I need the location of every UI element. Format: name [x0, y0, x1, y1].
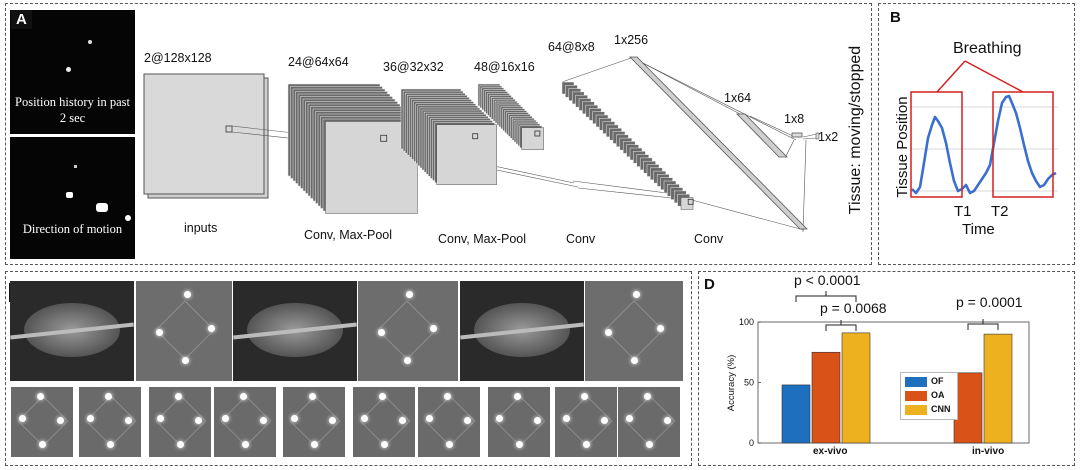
layer-dim-conv1: 24@64x64 — [288, 55, 349, 69]
tissue-image-bottom-1 — [11, 387, 73, 457]
panel-b-letter: B — [890, 9, 901, 26]
bar-oa-ex-vivo — [811, 351, 841, 444]
direction-of-motion-image: Direction of motion — [10, 137, 135, 259]
layer-op-conv-maxpool-1: Conv, Max-Pool — [304, 228, 392, 242]
feature-map-stack-1 — [287, 83, 418, 214]
layer-op-conv-1: Conv — [566, 232, 596, 246]
significance-bracket — [795, 291, 857, 302]
y-tick-label: 100 — [739, 317, 754, 327]
tissue-image-bottom-7 — [418, 387, 480, 457]
x-tick-exvivo: ex-vivo — [813, 446, 848, 457]
tissue-image-bottom-6 — [353, 387, 415, 457]
legend-swatch-oa — [905, 391, 927, 401]
legend-label-oa: OA — [931, 390, 945, 400]
layer-dim-conv2: 36@32x32 — [383, 60, 444, 74]
breathing-title: Breathing — [953, 40, 1022, 57]
panel-d-letter: D — [704, 276, 715, 293]
layer-op-conv-maxpool-2: Conv, Max-Pool — [438, 232, 526, 246]
p-value-ofcnn: p < 0.0001 — [794, 272, 861, 288]
time-xlabel: Time — [962, 221, 995, 238]
y-tick-label: 50 — [744, 378, 754, 388]
panel-a — [5, 3, 872, 265]
p-value-oacnn-exvivo: p = 0.0068 — [820, 300, 887, 316]
tick-t1: T1 — [954, 203, 972, 220]
significance-bracket — [825, 320, 857, 331]
legend-label-cnn: CNN — [931, 404, 951, 414]
feature-map-stack-2 — [400, 88, 497, 185]
bar-of-ex-vivo — [781, 384, 811, 444]
panel-c — [5, 271, 692, 466]
tick-t2: T2 — [991, 203, 1009, 220]
tissue-image-top-6 — [585, 281, 683, 381]
layer-dim-fc64: 1x64 — [724, 91, 752, 105]
tissue-image-bottom-8 — [488, 387, 550, 457]
layer-dim-conv4: 64@8x8 — [548, 40, 595, 54]
x-tick-invivo: in-vivo — [972, 446, 1005, 457]
tissue-image-bottom-10 — [618, 387, 680, 457]
layer-dim-fc8: 1x8 — [784, 112, 805, 126]
tissue-image-top-2 — [136, 281, 232, 381]
y-tick-label: 0 — [749, 438, 754, 448]
cnn-architecture-diagram — [143, 56, 820, 233]
p-value-oacnn-invivo: p = 0.0001 — [956, 294, 1023, 310]
direction-of-motion-caption: Direction of motion — [22, 222, 123, 236]
feature-map-stack-4 — [561, 81, 694, 210]
position-history-caption: Position history in past 2 sec — [15, 95, 130, 125]
tissue-image-bottom-2 — [79, 387, 141, 457]
output-label: Tissue: moving/stopped — [847, 45, 864, 215]
tissue-image-bottom-9 — [555, 387, 617, 457]
legend-swatch-of — [905, 377, 927, 387]
bar-oa-in-vivo — [953, 372, 983, 444]
legend-label-of: OF — [931, 376, 944, 386]
layer-op-conv-2: Conv — [694, 232, 724, 246]
significance-bracket — [967, 319, 999, 330]
tissue-image-top-4 — [358, 281, 458, 381]
accuracy-bar-chart: 0 50 100 — [739, 291, 1030, 448]
bar-cnn-in-vivo — [983, 333, 1013, 444]
layer-dim-conv3: 48@16x16 — [474, 60, 535, 74]
tissue-image-top-1 — [10, 281, 134, 381]
tissue-image-bottom-4 — [214, 387, 276, 457]
legend-swatch-cnn — [905, 405, 927, 415]
layer-dim-input: 2@128x128 — [144, 51, 212, 65]
breathing-plot — [910, 60, 1058, 198]
tissue-image-top-5 — [460, 281, 584, 381]
position-history-image: Position history in past 2 sec — [10, 10, 135, 134]
tissue-image-top-3 — [233, 281, 357, 381]
layer-dim-output: 1x2 — [818, 130, 839, 144]
layer-op-inputs: inputs — [184, 221, 218, 235]
chart-legend: OF OA CNN — [900, 372, 958, 420]
tissue-image-bottom-5 — [283, 387, 345, 457]
feature-map-stack-3 — [477, 83, 544, 150]
bar-cnn-ex-vivo — [841, 332, 871, 444]
layer-dim-fc256: 1x256 — [614, 33, 649, 47]
panel-d — [698, 271, 1075, 466]
panel-a-letter: A — [11, 10, 32, 29]
panel-b — [878, 3, 1075, 265]
tissue-image-bottom-3 — [149, 387, 211, 457]
